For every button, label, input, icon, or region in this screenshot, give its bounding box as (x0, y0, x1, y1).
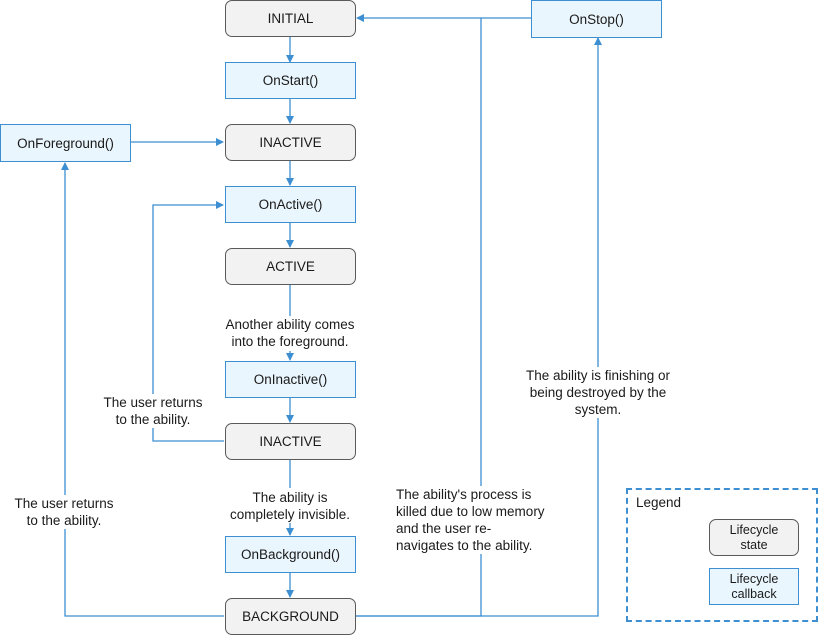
label-line: The ability is (252, 490, 328, 505)
node-on-background: OnBackground() (225, 536, 356, 573)
node-on-stop: OnStop() (531, 0, 662, 38)
node-on-active: OnActive() (225, 186, 356, 223)
label-line: navigates to the ability. (396, 538, 533, 553)
node-active: ACTIVE (225, 248, 356, 285)
edge-background-to-onstop (356, 37, 602, 617)
label-line: Another ability comes (225, 317, 355, 332)
node-on-inactive: OnInactive() (225, 361, 356, 398)
node-on-foreground: OnForeground() (0, 124, 131, 162)
label-line: The ability's process is (396, 487, 532, 502)
node-inactive-bottom: INACTIVE (225, 423, 356, 460)
node-inactive-top: INACTIVE (225, 124, 356, 161)
edge-inactive-back-to-onactive (152, 201, 224, 442)
label-line: The user returns (103, 395, 203, 410)
node-background: BACKGROUND (225, 598, 356, 635)
label-invisible: The ability is completely invisible. (215, 489, 365, 523)
label-user-returns-outer: The user returns to the ability. (6, 495, 122, 529)
legend-callback-line: callback (731, 586, 777, 601)
label-process-killed: The ability's process is killed due to l… (396, 486, 562, 554)
label-line: The user returns (14, 496, 114, 511)
legend-callback-line: Lifecycle (729, 571, 779, 586)
label-user-returns-inner: The user returns to the ability. (95, 394, 211, 428)
label-line: system. (574, 402, 622, 417)
label-line: into the foreground. (231, 334, 349, 349)
legend (626, 488, 818, 622)
node-initial: INITIAL (225, 0, 356, 37)
label-line: The ability is finishing or (525, 368, 671, 383)
label-line: and the user re- (396, 521, 492, 536)
edge-background-to-onforeground (61, 162, 224, 617)
label-line: killed due to low memory (396, 504, 545, 519)
legend-title: Legend (636, 495, 682, 510)
label-line: being destroyed by the (529, 385, 667, 400)
label-line: completely invisible. (229, 507, 351, 522)
label-another-ability: Another ability comes into the foregroun… (214, 316, 366, 350)
legend-state-swatch: Lifecycle state (709, 519, 799, 556)
label-line: to the ability. (115, 412, 191, 427)
legend-state-line: state (740, 537, 768, 552)
label-finishing: The ability is finishing or being destro… (512, 367, 684, 418)
legend-callback-swatch: Lifecycle callback (709, 568, 799, 605)
node-on-start: OnStart() (225, 62, 356, 99)
label-line: to the ability. (26, 513, 102, 528)
legend-state-line: Lifecycle (729, 522, 779, 537)
